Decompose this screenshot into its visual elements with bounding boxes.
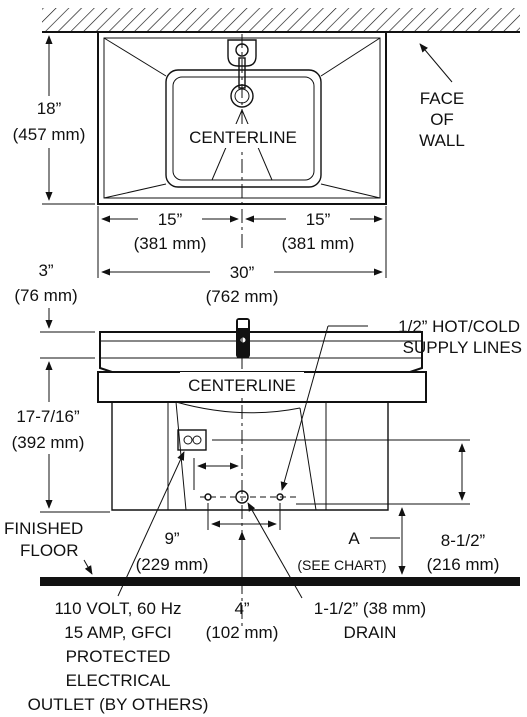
width-inches: 30” [230, 263, 255, 282]
wall-hatch [42, 8, 520, 32]
top-centerline-label: CENTERLINE [189, 128, 297, 147]
a-note: (SEE CHART) [297, 557, 386, 573]
half-right-mm: (381 mm) [282, 234, 355, 253]
top-view: CENTERLINE 18” (457 mm) FACE OF WALL 15”… [4, 8, 520, 306]
depth-inches: 18” [37, 99, 62, 118]
finished-floor [40, 577, 520, 586]
outlet-label-1: 110 VOLT, 60 Hz [55, 599, 182, 618]
wall-label-3: WALL [419, 131, 465, 150]
half-left-inches: 15” [158, 210, 183, 229]
height-mm: (392 mm) [12, 433, 85, 452]
spacing-inches: 4” [234, 599, 249, 618]
outlet-leader [117, 451, 185, 597]
wall-label-2: OF [430, 110, 454, 129]
depth-mm: (457 mm) [13, 125, 86, 144]
outlet-icon [177, 429, 207, 451]
wall-label-1: FACE [420, 89, 464, 108]
supply-label-2: SUPPLY LINES [403, 338, 522, 357]
front-centerline-label: CENTERLINE [188, 376, 296, 395]
offset-inches: 9” [164, 529, 179, 548]
spacing-mm: (102 mm) [206, 623, 279, 642]
front-view: 3” (76 mm) CENTERLINE [2, 261, 522, 714]
deck-inches: 3” [38, 261, 53, 280]
width-mm: (762 mm) [206, 287, 279, 306]
wall-leader [419, 43, 453, 83]
faucet-front-icon [236, 318, 250, 358]
outlet-label-2: 15 AMP, GFCI [64, 623, 171, 642]
a-label: A [348, 529, 360, 548]
half-right-inches: 15” [306, 210, 331, 229]
floor-label-1: FINISHED [4, 519, 83, 538]
rough-inches: 8-1/2” [441, 531, 486, 550]
floor-label-2: FLOOR [20, 541, 79, 560]
height-inches: 17-7/16” [16, 407, 80, 426]
drain-label-2: DRAIN [344, 623, 397, 642]
supply-label-1: 1/2” HOT/COLD [398, 317, 520, 336]
outlet-label-3: PROTECTED [66, 647, 171, 666]
offset-mm: (229 mm) [136, 555, 209, 574]
deck-mm: (76 mm) [14, 286, 77, 305]
drain-leader [247, 502, 303, 599]
outlet-label-5: OUTLET (BY OTHERS) [28, 695, 209, 714]
sink-front-outline [97, 331, 427, 511]
drain-label-1: 1-1/2” (38 mm) [314, 599, 426, 618]
outlet-label-4: ELECTRICAL [66, 671, 171, 690]
rough-mm: (216 mm) [427, 555, 500, 574]
half-left-mm: (381 mm) [134, 234, 207, 253]
faucet-icon [227, 39, 257, 67]
